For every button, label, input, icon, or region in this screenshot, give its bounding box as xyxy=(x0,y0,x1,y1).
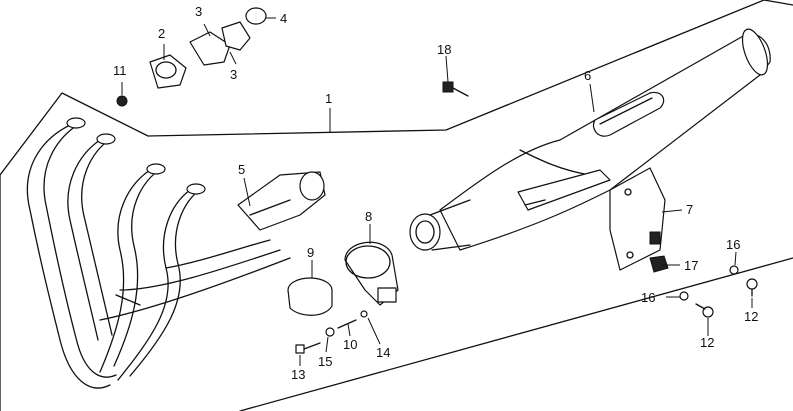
label-part-2: 2 xyxy=(158,26,165,41)
label-part-17: 17 xyxy=(684,258,698,273)
label-part-8: 8 xyxy=(365,209,372,224)
label-part-12a: 12 xyxy=(744,309,758,324)
label-part-7: 7 xyxy=(686,202,693,217)
bolt-18 xyxy=(442,81,469,97)
muffler xyxy=(439,28,771,251)
bolt-13 xyxy=(295,342,321,354)
part-labels: 1 2 3 3 4 5 6 7 8 9 10 11 12 12 13 14 15… xyxy=(113,4,758,382)
washer-15 xyxy=(325,327,335,337)
nut-11 xyxy=(116,95,128,107)
leader-lines xyxy=(121,17,753,366)
label-part-4: 4 xyxy=(280,11,287,26)
label-part-16b: 16 xyxy=(641,290,655,305)
nut-17 xyxy=(649,255,669,273)
label-part-3b: 3 xyxy=(230,67,237,82)
label-part-11: 11 xyxy=(113,63,127,78)
assembly-outline xyxy=(0,0,793,176)
gasket-ring xyxy=(287,277,333,316)
assembly-outline-bottom xyxy=(239,257,793,411)
label-part-12b: 12 xyxy=(700,335,714,350)
label-part-6: 6 xyxy=(584,68,591,83)
label-part-14: 14 xyxy=(376,345,390,360)
label-part-9: 9 xyxy=(307,245,314,260)
label-part-16a: 16 xyxy=(726,237,740,252)
clamp xyxy=(344,241,399,306)
muffler-inlet xyxy=(409,199,471,251)
label-part-18: 18 xyxy=(437,42,451,57)
collector-connector xyxy=(237,171,326,231)
washer-16b xyxy=(679,291,689,301)
label-part-13: 13 xyxy=(291,367,305,382)
washer-14 xyxy=(360,310,368,318)
label-part-1: 1 xyxy=(325,91,332,106)
bolt-12b xyxy=(695,303,714,318)
label-part-10: 10 xyxy=(343,337,357,352)
bolt-12a xyxy=(746,278,758,297)
label-part-3a: 3 xyxy=(195,4,202,19)
muffler-bracket xyxy=(609,167,666,271)
label-part-5: 5 xyxy=(238,162,245,177)
header-pipes xyxy=(26,117,291,389)
washer-16a xyxy=(729,265,739,275)
label-part-15: 15 xyxy=(318,354,332,369)
bolt-10 xyxy=(337,319,357,329)
joint-assembly xyxy=(149,7,267,89)
